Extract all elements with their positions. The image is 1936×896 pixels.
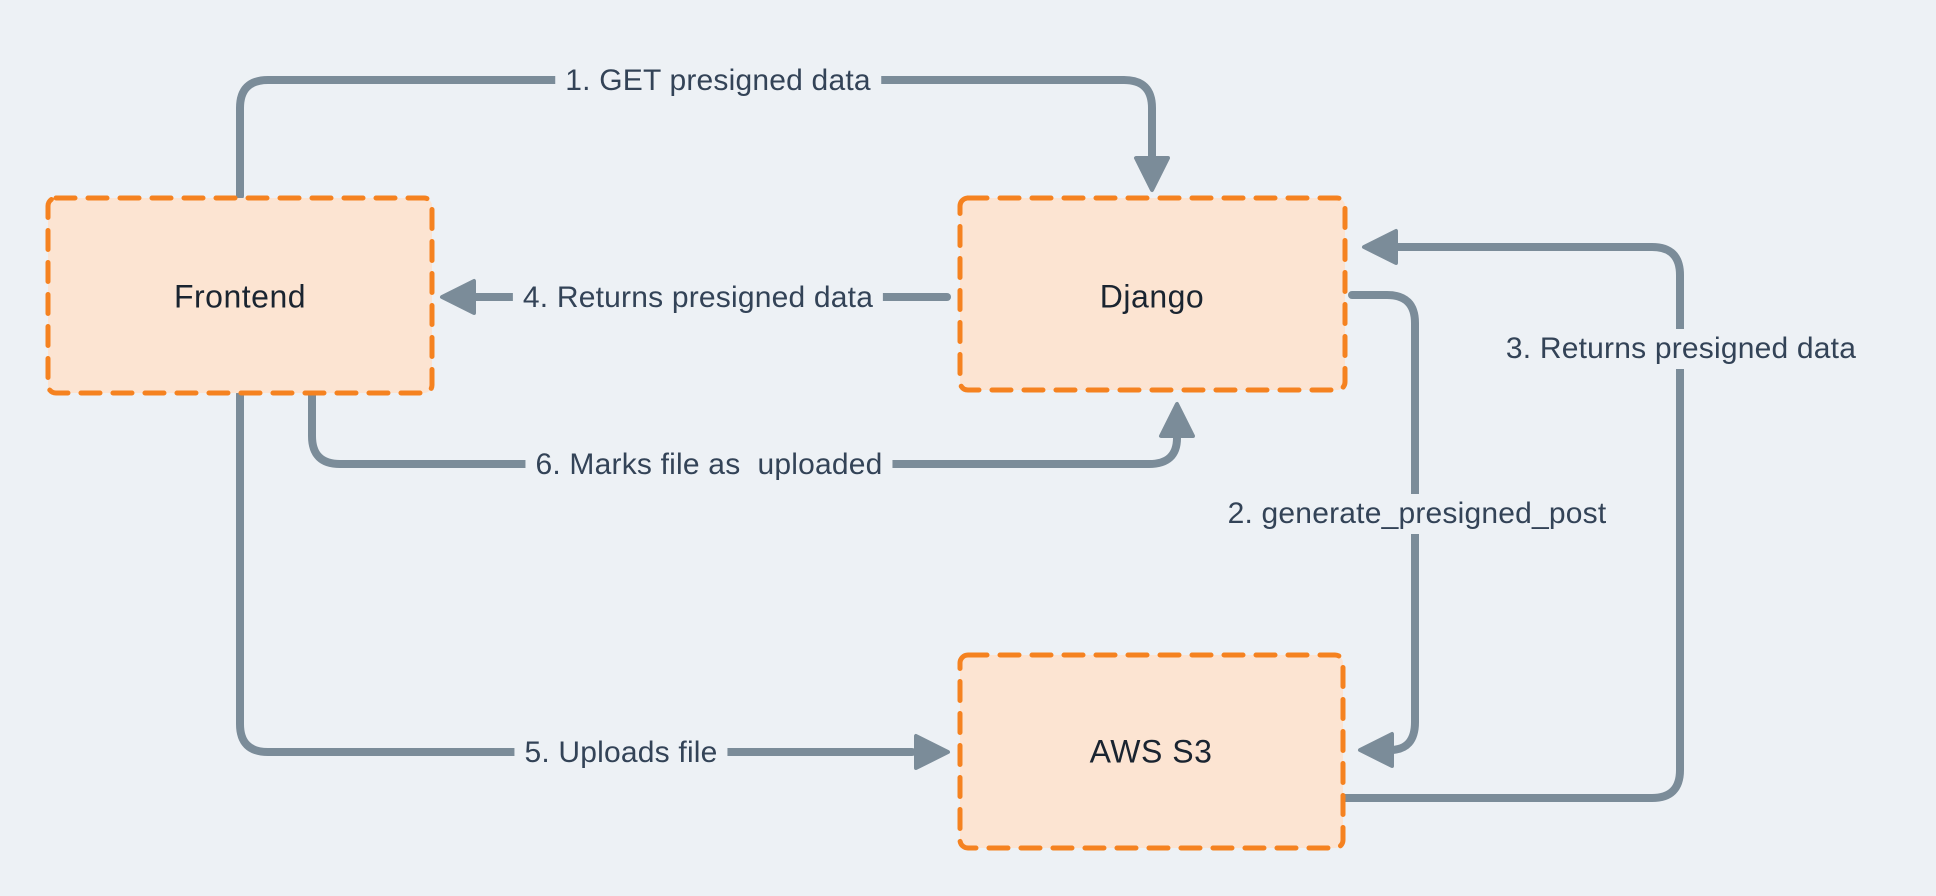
edge-label-5-uploads-file: 5. Uploads file	[514, 733, 728, 773]
node-label-frontend: Frontend	[173, 278, 307, 315]
edge-2-arrowhead-left-icon	[1358, 732, 1394, 768]
edge-5-arrowhead-right-icon	[914, 734, 950, 770]
node-label-django: Django	[1099, 278, 1205, 315]
edge-label-2-generate-presigned-post: 2. generate_presigned_post	[1217, 494, 1617, 534]
edge-4-arrowhead-left-icon	[440, 279, 476, 315]
edge-1-arrowhead-down-icon	[1134, 156, 1170, 192]
edge-6-arrowhead-up-icon	[1159, 402, 1195, 438]
edge-label-1-get-presigned-data: 1. GET presigned data	[555, 61, 881, 101]
node-label-aws-s3: AWS S3	[1089, 733, 1213, 770]
aws-s3-node	[957, 652, 1346, 851]
edge-label-3-returns-presigned-data: 3. Returns presigned data	[1495, 329, 1867, 369]
edge-label-6-marks-file-as-uploaded: 6. Marks file as uploaded	[525, 445, 893, 485]
frontend-node	[45, 195, 435, 396]
edge-5-path	[236, 390, 916, 756]
edge-2-path	[1348, 291, 1419, 754]
edge-6-path	[308, 390, 1181, 468]
edge-label-4-returns-presigned-data: 4. Returns presigned data	[512, 278, 884, 318]
edge-3-path	[1341, 243, 1684, 802]
edge-3-arrowhead-left-icon	[1362, 229, 1398, 265]
django-node	[957, 195, 1348, 393]
